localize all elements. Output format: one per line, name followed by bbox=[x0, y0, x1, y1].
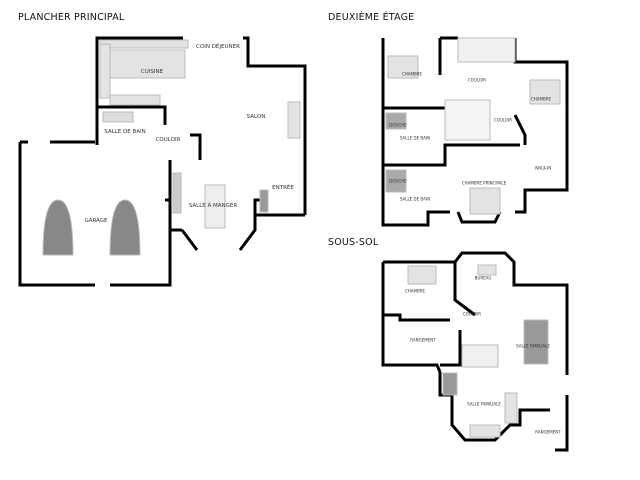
room-label: WALK-IN bbox=[534, 165, 552, 171]
room-label: SALON bbox=[246, 114, 266, 120]
room-label: SALLE FAMILIALE bbox=[516, 343, 550, 349]
room-label: CHAMBRE bbox=[401, 71, 423, 77]
floor-title-main: PLANCHER PRINCIPAL bbox=[18, 12, 125, 23]
room-label: COULOIR bbox=[462, 311, 482, 317]
room-label: SALLE DE BAIN bbox=[399, 135, 431, 141]
room-label: SALLE À MANGER bbox=[188, 203, 238, 209]
room-label: SALLE DE BAIN bbox=[399, 196, 431, 202]
room-label: COULOIR bbox=[467, 77, 487, 83]
room-label: CUISINE bbox=[140, 69, 164, 75]
room-label: DOUCHE bbox=[389, 122, 407, 128]
room-label: CHAMBRE bbox=[404, 288, 426, 294]
room-label: CHAMBRE PRINCIPALE bbox=[461, 180, 507, 186]
room-label: COIN DÉJEUNER bbox=[196, 44, 240, 50]
second-floor-fixtures bbox=[385, 37, 561, 215]
room-label: GARAGE bbox=[84, 218, 108, 224]
room-label: DOUCHE bbox=[389, 178, 407, 184]
room-label: CHAMBRE bbox=[530, 96, 552, 102]
room-label: COULOIR bbox=[493, 117, 513, 123]
room-label: RANGEMENT bbox=[410, 337, 436, 343]
room-label: ENTRÉE bbox=[272, 185, 294, 191]
room-label: SALLE FAMILIALE bbox=[467, 401, 501, 407]
room-label: BUREAU bbox=[474, 275, 492, 281]
room-label: COULOIR bbox=[155, 137, 181, 143]
floor-title-second: DEUXIÈME ÉTAGE bbox=[328, 12, 415, 23]
main-floor-fixtures bbox=[42, 39, 301, 256]
basement-fixtures bbox=[407, 264, 549, 438]
room-label: RANGEMENT bbox=[535, 429, 561, 435]
floor-title-basement: SOUS-SOL bbox=[328, 237, 379, 248]
main-floor-plan bbox=[18, 36, 307, 287]
room-label: SALLE DE BAIN bbox=[104, 129, 146, 135]
